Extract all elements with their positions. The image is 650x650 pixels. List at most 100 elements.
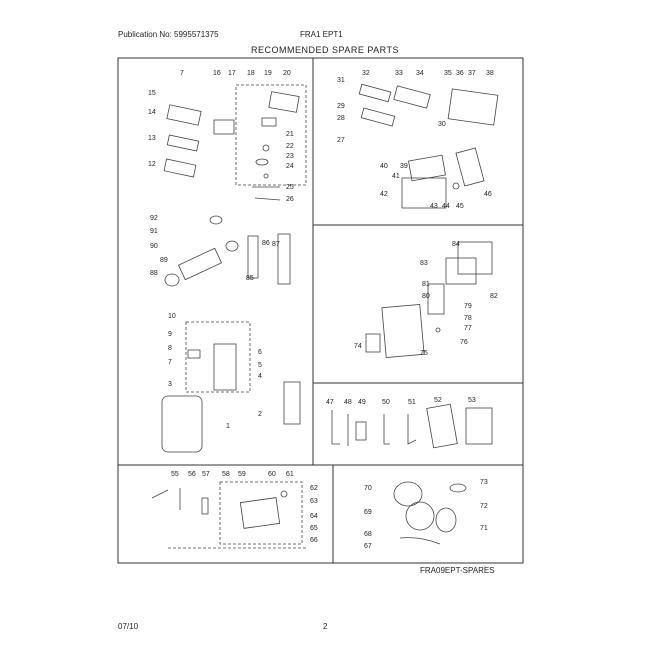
part-sensor bbox=[255, 158, 269, 166]
callout-16: 16 bbox=[213, 70, 221, 77]
callout-62: 62 bbox=[310, 485, 318, 492]
callout-70: 70 bbox=[364, 485, 372, 492]
callout-44: 44 bbox=[442, 203, 450, 210]
part-cord bbox=[399, 537, 441, 545]
dashed-frame-ll bbox=[185, 321, 251, 393]
part-grille bbox=[166, 104, 202, 126]
part-clamp bbox=[209, 215, 223, 225]
callout-65: 65 bbox=[310, 525, 318, 532]
callout-22: 22 bbox=[286, 143, 294, 150]
part-filter-small bbox=[426, 403, 458, 449]
callout-84: 84 bbox=[452, 241, 460, 248]
part-filter-large bbox=[465, 407, 493, 445]
callout-23: 23 bbox=[286, 153, 294, 160]
callout-67: 67 bbox=[364, 543, 372, 550]
part-clip bbox=[201, 497, 209, 515]
callout-19: 19 bbox=[264, 70, 272, 77]
callout-37: 37 bbox=[468, 70, 476, 77]
callout-47: 47 bbox=[326, 399, 334, 406]
callout-85: 85 bbox=[246, 275, 254, 282]
callout-82: 82 bbox=[490, 293, 498, 300]
callout-25: 25 bbox=[286, 184, 294, 191]
part-washer bbox=[280, 490, 288, 498]
part-hook-1 bbox=[331, 410, 340, 445]
callout-43: 43 bbox=[430, 203, 438, 210]
group-bottom-right bbox=[393, 481, 467, 545]
callout-5: 5 bbox=[258, 362, 262, 369]
callout-35: 35 bbox=[444, 70, 452, 77]
callout-58: 58 bbox=[222, 471, 230, 478]
diagram-model-code: FRA09EPT-SPARES bbox=[420, 566, 495, 575]
callout-60: 60 bbox=[268, 471, 276, 478]
callout-13: 13 bbox=[148, 135, 156, 142]
part-front-grille bbox=[213, 343, 237, 391]
part-control-board bbox=[268, 91, 300, 113]
callout-7: 7 bbox=[168, 359, 172, 366]
part-window-kit bbox=[277, 233, 291, 285]
callout-68: 68 bbox=[364, 531, 372, 538]
part-carbon-filter bbox=[427, 283, 445, 315]
callout-75: 75 bbox=[420, 350, 428, 357]
callout-14: 14 bbox=[148, 109, 156, 116]
callout-59: 59 bbox=[238, 471, 246, 478]
callout-4: 4 bbox=[258, 373, 262, 380]
callout-53: 53 bbox=[468, 397, 476, 404]
callout-34: 34 bbox=[416, 70, 424, 77]
part-handle bbox=[187, 349, 201, 359]
callout-83: 83 bbox=[420, 260, 428, 267]
callout-26: 26 bbox=[286, 196, 294, 203]
part-exhaust-hose bbox=[177, 247, 223, 281]
group-lower-left bbox=[161, 321, 301, 453]
group-bottom-left bbox=[151, 481, 306, 549]
callout-10: 10 bbox=[168, 313, 176, 320]
part-switch bbox=[261, 117, 277, 127]
callout-64: 64 bbox=[310, 513, 318, 520]
callout-48: 48 bbox=[344, 399, 352, 406]
outer-frame bbox=[117, 57, 524, 564]
part-hose-end bbox=[164, 273, 180, 287]
callout-63: 63 bbox=[310, 498, 318, 505]
callout-50: 50 bbox=[382, 399, 390, 406]
callout-49: 49 bbox=[358, 399, 366, 406]
part-remote bbox=[355, 421, 367, 441]
callout-30: 30 bbox=[438, 121, 446, 128]
part-pcb bbox=[455, 147, 485, 187]
callout-32: 32 bbox=[362, 70, 370, 77]
callout-61: 61 bbox=[286, 471, 294, 478]
callout-80: 80 bbox=[422, 293, 430, 300]
callout-20: 20 bbox=[283, 70, 291, 77]
callout-2: 2 bbox=[258, 411, 262, 418]
part-front-panel bbox=[447, 88, 499, 126]
callout-7: 7 bbox=[180, 70, 184, 77]
part-float bbox=[452, 182, 460, 190]
group-lower-right bbox=[331, 403, 493, 449]
callout-79: 79 bbox=[464, 303, 472, 310]
page-title: RECOMMENDED SPARE PARTS bbox=[250, 45, 400, 55]
callout-39: 39 bbox=[400, 163, 408, 170]
callout-24: 24 bbox=[286, 163, 294, 170]
part-rear-housing bbox=[381, 304, 425, 358]
callout-73: 73 bbox=[480, 479, 488, 486]
callout-87: 87 bbox=[272, 241, 280, 248]
part-panel bbox=[213, 119, 235, 135]
callout-52: 52 bbox=[434, 397, 442, 404]
callout-15: 15 bbox=[148, 90, 156, 97]
footer-date: 07/10 bbox=[118, 622, 139, 631]
part-hook-4 bbox=[407, 414, 417, 445]
part-louver bbox=[393, 85, 431, 109]
callout-78: 78 bbox=[464, 315, 472, 322]
part-hook-3 bbox=[383, 414, 390, 445]
group-top-left bbox=[163, 84, 307, 201]
callout-66: 66 bbox=[310, 537, 318, 544]
part-wire-2 bbox=[254, 197, 281, 201]
part-screw bbox=[263, 173, 269, 179]
part-fan-motor bbox=[435, 507, 457, 533]
publication-number: Publication No: 5995571375 bbox=[118, 30, 219, 39]
callout-69: 69 bbox=[364, 509, 372, 516]
callout-46: 46 bbox=[484, 191, 492, 198]
part-clamp-fan bbox=[449, 483, 467, 493]
callout-38: 38 bbox=[486, 70, 494, 77]
callout-40: 40 bbox=[380, 163, 388, 170]
part-blower-wheel bbox=[405, 501, 435, 531]
